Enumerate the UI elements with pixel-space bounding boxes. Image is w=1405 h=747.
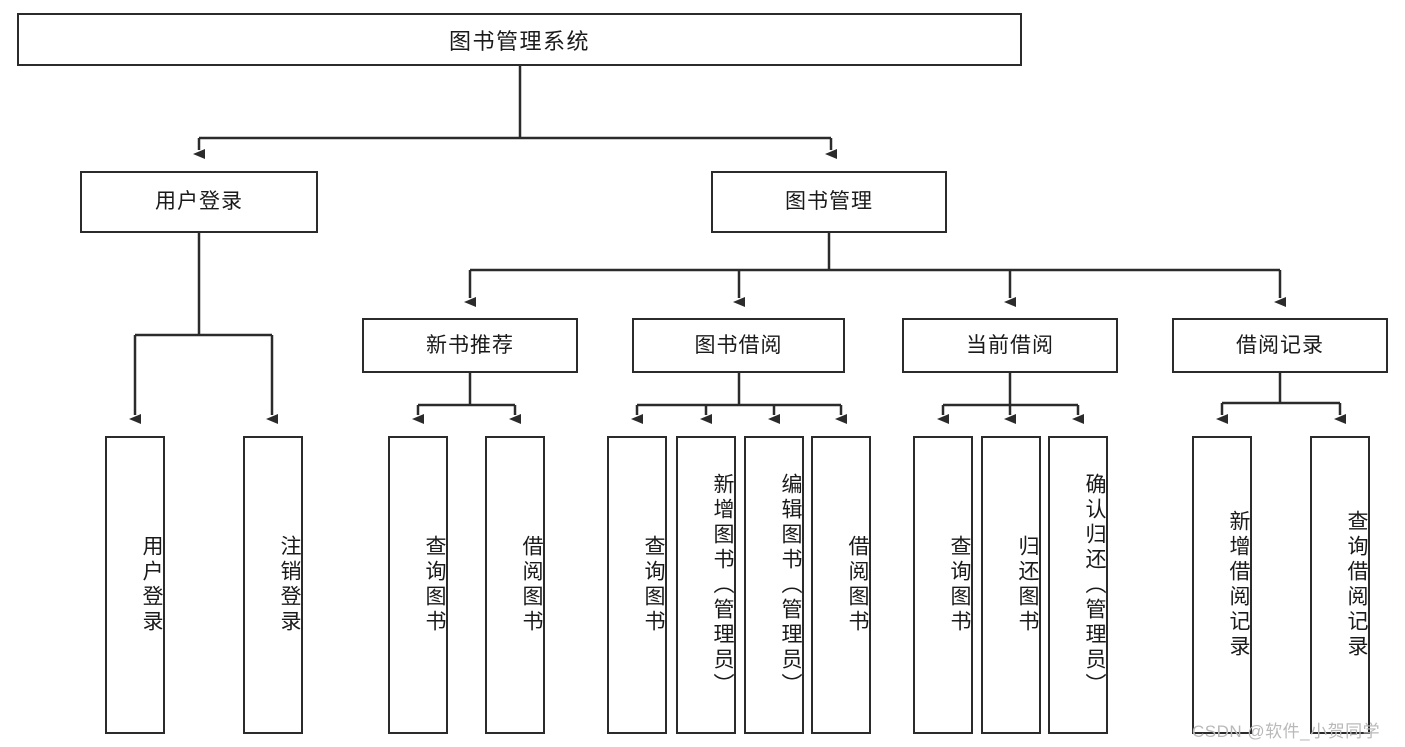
leaf-return-book[interactable]: 归还图书 (981, 436, 1041, 734)
leaf-query-book-borrow[interactable]: 查询图书 (607, 436, 667, 734)
node-label: 当前借阅 (966, 333, 1054, 357)
node-label: 新书推荐 (426, 333, 514, 357)
leaf-logout[interactable]: 注销登录 (243, 436, 303, 734)
leaf-edit-book-admin[interactable]: 编辑图书（管理员） (744, 436, 804, 734)
leaf-user-login[interactable]: 用户登录 (105, 436, 165, 734)
node-label: 注销登录 (278, 535, 301, 635)
node-label: 查询图书 (423, 535, 446, 635)
node-borrow-record[interactable]: 借阅记录 (1172, 318, 1388, 373)
node-book-borrow[interactable]: 图书借阅 (632, 318, 845, 373)
leaf-borrow-book[interactable]: 借阅图书 (811, 436, 871, 734)
node-label: 图书借阅 (694, 333, 783, 357)
node-label: 查询图书 (948, 535, 971, 635)
leaf-confirm-return-admin[interactable]: 确认归还（管理员） (1048, 436, 1108, 734)
node-label: 借阅记录 (1236, 333, 1324, 357)
node-label: 确认归还（管理员） (1083, 472, 1106, 698)
node-label: 新增图书（管理员） (711, 472, 734, 698)
leaf-query-book-newbook[interactable]: 查询图书 (388, 436, 448, 734)
leaf-add-book-admin[interactable]: 新增图书（管理员） (676, 436, 736, 734)
node-current-borrow[interactable]: 当前借阅 (902, 318, 1118, 373)
node-label: 归还图书 (1016, 535, 1039, 635)
csdn-watermark: CSDN @软件_小贺同学 (1192, 722, 1381, 741)
node-root-system[interactable]: 图书管理系统 (17, 13, 1022, 66)
node-user-login[interactable]: 用户登录 (80, 171, 318, 233)
node-new-book-recommend[interactable]: 新书推荐 (362, 318, 578, 373)
node-label: 图书管理 (785, 190, 873, 214)
node-label: 图书管理系统 (448, 28, 590, 54)
node-label: 新增借阅记录 (1227, 510, 1250, 660)
leaf-query-book-current[interactable]: 查询图书 (913, 436, 973, 734)
node-label: 用户登录 (155, 190, 243, 214)
node-book-management[interactable]: 图书管理 (711, 171, 947, 233)
node-label: 用户登录 (140, 535, 163, 635)
node-label: 查询借阅记录 (1345, 510, 1368, 660)
leaf-query-borrow-record[interactable]: 查询借阅记录 (1310, 436, 1370, 734)
leaf-borrow-book-newbook[interactable]: 借阅图书 (485, 436, 545, 734)
node-label: 借阅图书 (846, 535, 869, 635)
node-label: 查询图书 (642, 535, 665, 635)
node-label: 借阅图书 (520, 535, 543, 635)
leaf-add-borrow-record[interactable]: 新增借阅记录 (1192, 436, 1252, 734)
node-label: 编辑图书（管理员） (779, 472, 802, 698)
